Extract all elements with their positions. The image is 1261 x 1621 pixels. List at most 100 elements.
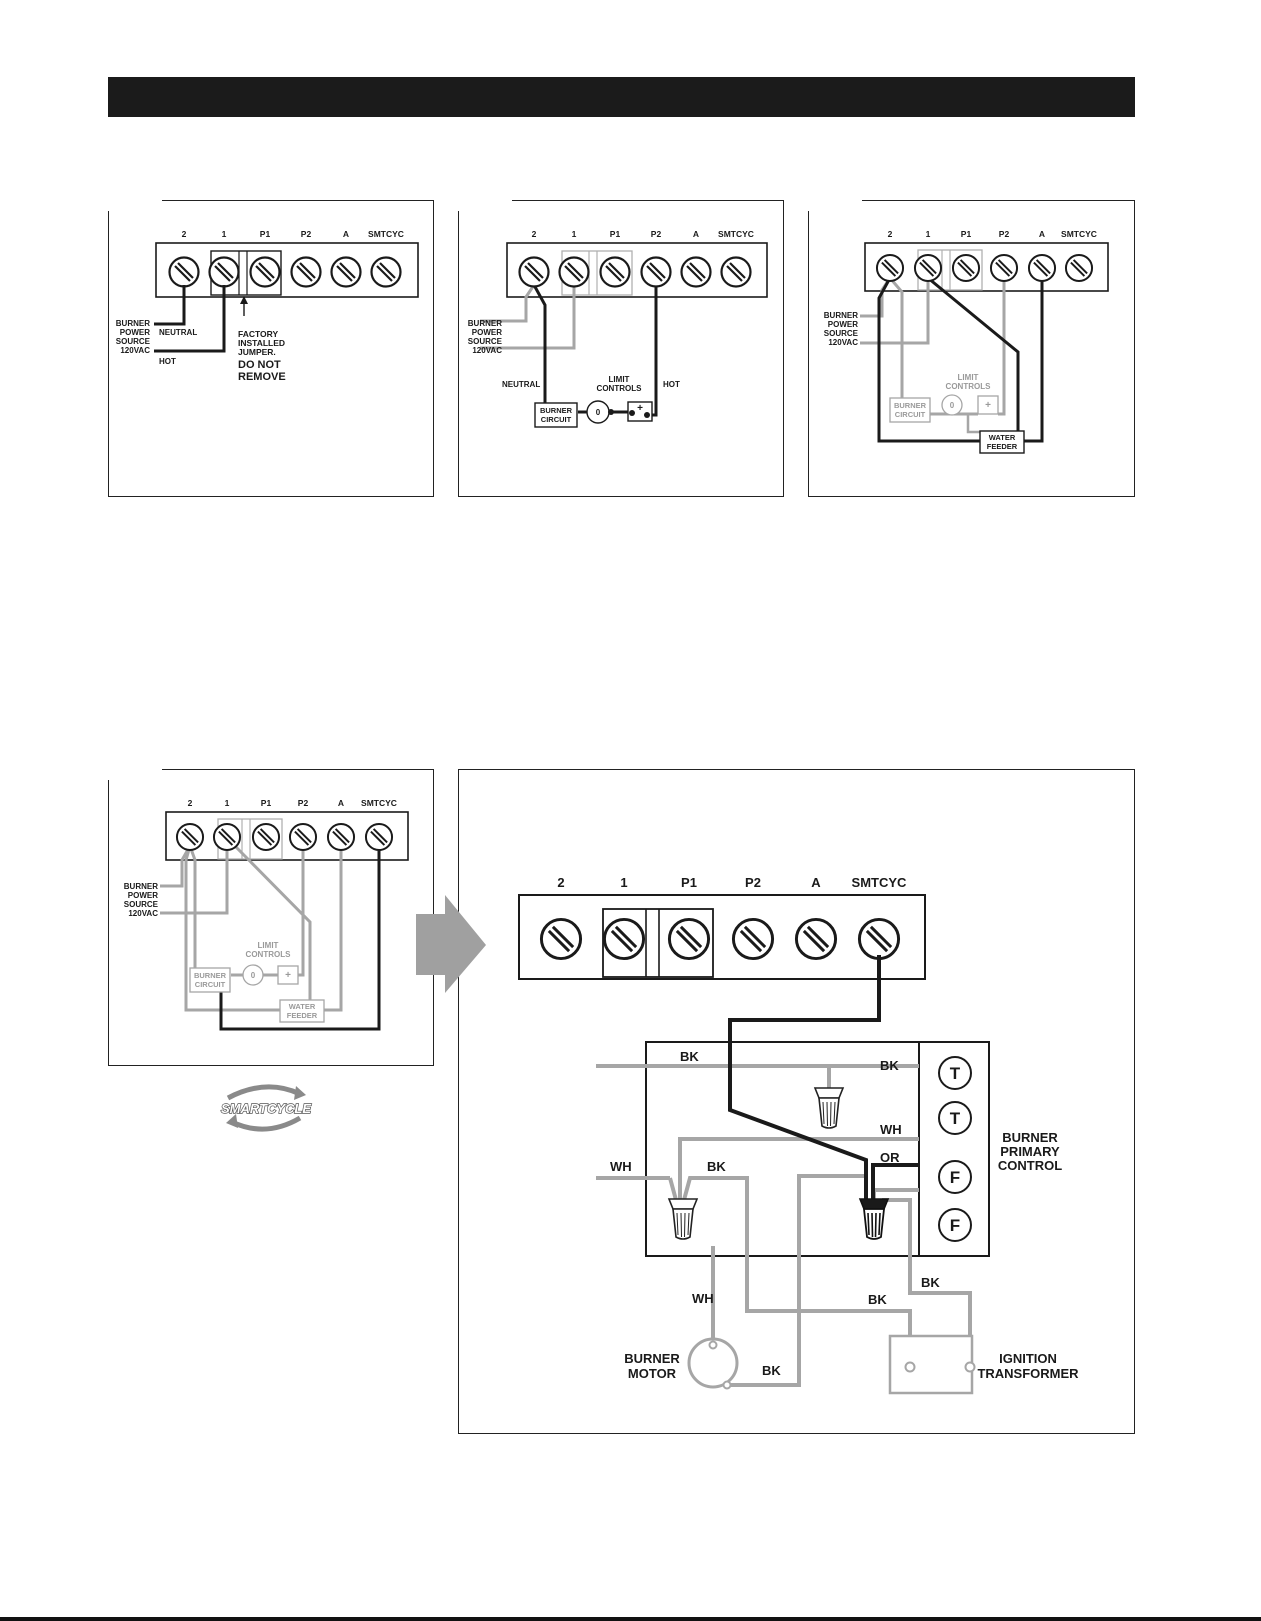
water-feeder-label: FEEDER xyxy=(987,442,1018,451)
terminal-label: A xyxy=(811,875,821,890)
primary-control-box xyxy=(645,1041,990,1257)
terminal-label: SMTCYC xyxy=(1061,229,1097,239)
terminal-label: P1 xyxy=(681,875,697,890)
wire-label-bk: BK xyxy=(921,1275,940,1290)
ignition-transformer-label: TRANSFORMER xyxy=(977,1366,1079,1381)
terminal-label: P1 xyxy=(610,229,621,239)
jumper-note: INSTALLED xyxy=(238,338,285,348)
wire-label-bk: BK xyxy=(680,1049,699,1064)
warning-text: REMOVE xyxy=(238,371,286,383)
burner-motor-label: MOTOR xyxy=(628,1366,677,1381)
section-header-bar xyxy=(108,77,1135,117)
terminal-label: P2 xyxy=(301,229,312,239)
water-feeder-box xyxy=(979,430,1025,454)
terminal-label: P1 xyxy=(961,229,972,239)
primary-control-label: CONTROL xyxy=(998,1158,1062,1173)
source-label: SOURCE xyxy=(468,337,503,346)
terminal-t xyxy=(938,1101,972,1135)
burner-circuit-box xyxy=(534,402,578,428)
source-label: SOURCE xyxy=(824,329,859,338)
burner-motor-label: BURNER xyxy=(624,1351,680,1366)
diagram-1: 2 1 P1 P2 A SMTCYC BURNER POWER SOURCE 1… xyxy=(116,229,419,383)
terminal-label: 1 xyxy=(620,875,627,890)
terminal-label: 1 xyxy=(225,798,230,808)
source-label: 120VAC xyxy=(128,909,158,918)
terminal-t xyxy=(938,1056,972,1090)
source-label: POWER xyxy=(120,328,150,337)
wire-label-bk: BK xyxy=(868,1292,887,1307)
wire-label-wh: WH xyxy=(610,1159,632,1174)
terminal-label: A xyxy=(693,229,699,239)
ignition-transformer xyxy=(888,1334,974,1395)
source-label: POWER xyxy=(828,320,858,329)
terminal-label: P2 xyxy=(745,875,761,890)
terminal-label: 2 xyxy=(188,798,193,808)
source-label: BURNER xyxy=(824,311,858,320)
jumper-note: JUMPER. xyxy=(238,347,276,357)
burner-circuit-label: CIRCUIT xyxy=(195,980,226,989)
burner-motor xyxy=(687,1337,739,1389)
primary-control-label: BURNER xyxy=(1002,1130,1058,1145)
wire-label-or: OR xyxy=(880,1150,900,1165)
terminal-label: A xyxy=(343,229,349,239)
burner-circuit-label: BURNER xyxy=(194,971,227,980)
terminal-block xyxy=(518,894,926,980)
terminal-label: A xyxy=(1039,229,1045,239)
limit-zero: 0 xyxy=(251,971,256,980)
terminal-label: 2 xyxy=(532,229,537,239)
terminal-label: 2 xyxy=(182,229,187,239)
terminal-f xyxy=(938,1208,972,1242)
limit-controls-label: CONTROLS xyxy=(597,384,643,393)
jumper-note: FACTORY xyxy=(238,329,278,339)
terminal-label: 1 xyxy=(926,229,931,239)
terminal-label: 1 xyxy=(222,229,227,239)
diagram-4: 2 1 P1 P2 A SMTCYC BURNER xyxy=(124,798,409,1031)
limit-controls-label: LIMIT xyxy=(609,375,630,384)
source-label: BURNER xyxy=(116,319,150,328)
limit-controls-label: CONTROLS xyxy=(246,950,292,959)
burner-circuit-label: BURNER xyxy=(894,401,927,410)
limit-controls-label: CONTROLS xyxy=(946,382,992,391)
source-label: 120VAC xyxy=(828,338,858,347)
terminal-f-label: F xyxy=(950,1168,960,1187)
burner-circuit-label: CIRCUIT xyxy=(895,410,926,419)
primary-control-label: PRIMARY xyxy=(1000,1144,1060,1159)
terminal-label: SMTCYC xyxy=(718,229,754,239)
terminal-label: P2 xyxy=(651,229,662,239)
diagram-2: 2 1 P1 P2 A SMTCYC BURNER POWER SOURC xyxy=(468,229,768,428)
terminal-label: P1 xyxy=(261,798,272,808)
terminal-label: P2 xyxy=(999,229,1010,239)
terminal-label: 2 xyxy=(888,229,893,239)
neutral-label: NEUTRAL xyxy=(159,328,197,337)
ignition-transformer-label: IGNITION xyxy=(999,1351,1057,1366)
source-label: BURNER xyxy=(468,319,502,328)
wire-label-bk: BK xyxy=(707,1159,726,1174)
smartcycle-logo: SMARTCYCLE xyxy=(220,1084,312,1132)
limit-plus: + xyxy=(985,400,991,411)
page-bottom-rule xyxy=(0,1617,1261,1621)
wire-label-wh: WH xyxy=(692,1291,714,1306)
wire-label-bk: BK xyxy=(880,1058,899,1073)
source-label: SOURCE xyxy=(124,900,159,909)
source-label: POWER xyxy=(128,891,158,900)
limit-zero: 0 xyxy=(950,401,955,410)
wire-label-bk: BK xyxy=(762,1363,781,1378)
source-label: BURNER xyxy=(124,882,158,891)
source-label: 120VAC xyxy=(472,346,502,355)
water-feeder-label: WATER xyxy=(289,1002,316,1011)
wire-label-wh: WH xyxy=(880,1122,902,1137)
hot-label: HOT xyxy=(663,380,680,389)
limit-zero: 0 xyxy=(596,408,601,417)
burner-circuit-label: CIRCUIT xyxy=(541,415,572,424)
terminal-label: SMTCYC xyxy=(361,798,397,808)
limit-controls-label: LIMIT xyxy=(258,941,279,950)
source-label: 120VAC xyxy=(120,346,150,355)
diagram-5: 2 1 P1 P2 A SMTCYC xyxy=(518,875,1079,1395)
terminal-label: SMTCYC xyxy=(852,875,908,890)
limit-controls-label: LIMIT xyxy=(958,373,979,382)
water-feeder-label: WATER xyxy=(989,433,1016,442)
source-label: SOURCE xyxy=(116,337,151,346)
source-label: POWER xyxy=(472,328,502,337)
limit-plus: + xyxy=(637,403,643,414)
